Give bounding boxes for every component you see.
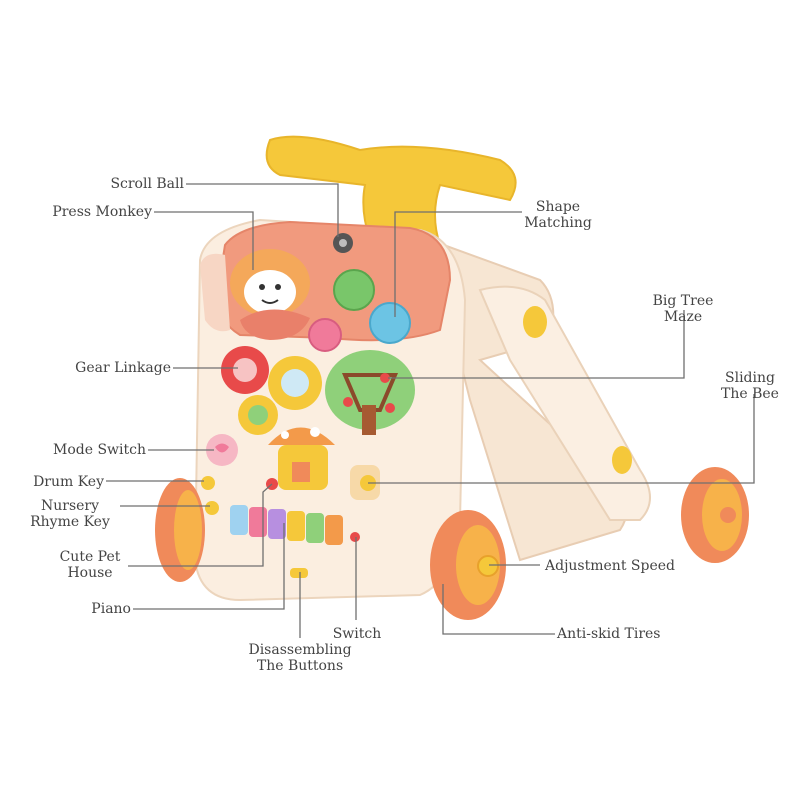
blue-shape bbox=[369, 302, 411, 344]
front-right-wheel bbox=[430, 510, 506, 620]
gear-red bbox=[221, 346, 269, 394]
leader-anti-skid bbox=[442, 584, 555, 635]
label-piano: Piano bbox=[91, 601, 131, 617]
pink-shape bbox=[308, 318, 342, 352]
leader-press-monkey bbox=[154, 211, 254, 270]
label-press-monkey: Press Monkey bbox=[52, 204, 152, 220]
label-switch: Switch bbox=[332, 626, 382, 642]
leader-piano bbox=[133, 523, 285, 610]
removable-button bbox=[290, 568, 308, 578]
label-drum-key: Drum Key bbox=[33, 474, 104, 490]
label-gear-linkage: Gear Linkage bbox=[75, 360, 171, 376]
label-anti-skid-tires: Anti-skid Tires bbox=[557, 626, 661, 642]
mushroom-house bbox=[268, 427, 335, 490]
mode-switch-button bbox=[206, 434, 238, 466]
leader-shape-matching bbox=[394, 211, 522, 317]
power-switch bbox=[350, 532, 360, 542]
nursery-key-button bbox=[205, 501, 219, 515]
rear-knob bbox=[612, 446, 632, 474]
big-tree-maze bbox=[325, 350, 415, 435]
leader-sliding-bee bbox=[368, 394, 755, 484]
monkey-button bbox=[230, 249, 310, 317]
leader-pet-house bbox=[128, 483, 273, 567]
gear-orange bbox=[238, 395, 278, 435]
monkey-leaves bbox=[240, 309, 310, 340]
side-knob bbox=[523, 306, 547, 338]
leader-big-tree bbox=[388, 310, 685, 379]
walker-handle bbox=[265, 135, 517, 247]
label-adjustment-speed: Adjustment Speed bbox=[545, 558, 675, 574]
drum-key-button bbox=[201, 476, 215, 490]
label-mode-switch: Mode Switch bbox=[53, 442, 146, 458]
front-left-wheel bbox=[155, 478, 205, 582]
green-shape bbox=[333, 269, 375, 311]
label-scroll-ball: Scroll Ball bbox=[110, 176, 184, 192]
gear-yellow bbox=[268, 356, 322, 410]
walker-rear-leg bbox=[478, 285, 651, 521]
left-panel bbox=[200, 253, 230, 332]
leader-scroll-ball bbox=[186, 183, 339, 237]
leader-lines bbox=[106, 183, 755, 638]
rear-right-wheel bbox=[681, 467, 749, 563]
